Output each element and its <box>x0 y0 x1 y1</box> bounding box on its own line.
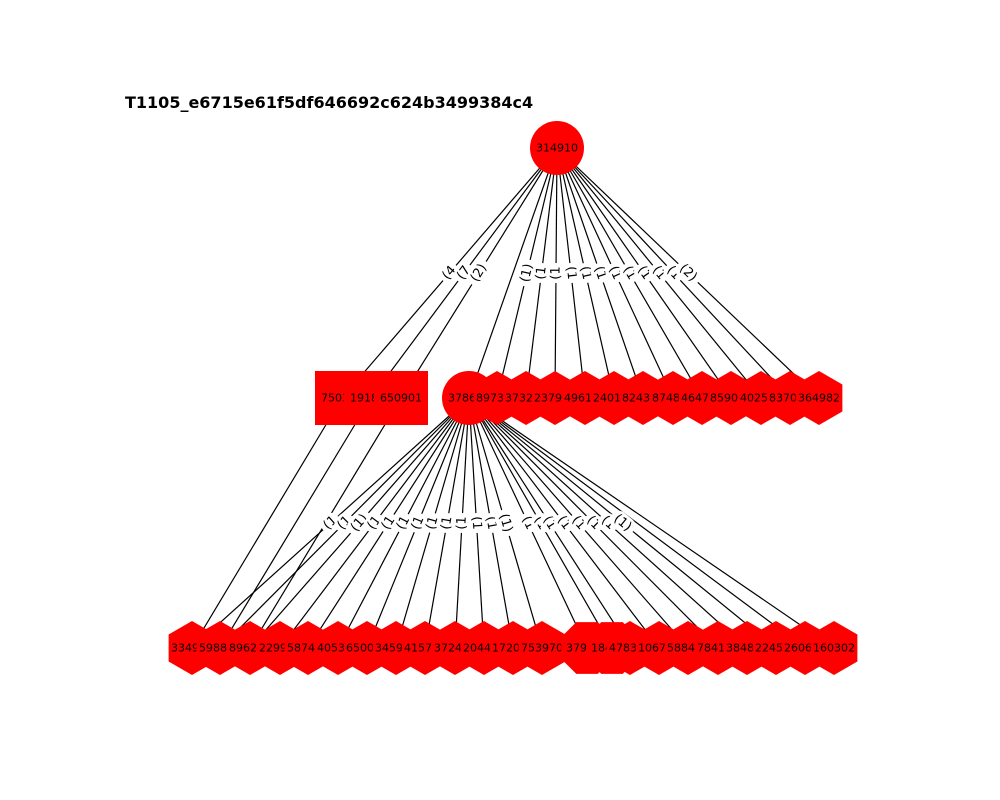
edge-label-314910-650901: (2) <box>467 259 491 287</box>
edge-label-text: (1 <box>423 514 441 531</box>
nodes-layer: 3349565988348962272299705874904053656500… <box>168 121 858 675</box>
edge-label-378678-588499: (1 <box>568 512 589 534</box>
edge-label-378678-106715: (1 <box>553 512 575 534</box>
edge-314910-378678 <box>468 147 558 399</box>
edge-label-378678-334956: (1 <box>320 512 341 534</box>
edge-label-bg <box>568 512 589 534</box>
edge-label-bg <box>364 512 385 534</box>
edge-label-bg <box>320 512 341 534</box>
edge-label-text: (1 <box>438 515 455 531</box>
edge-label-378678-587490: (1 <box>378 512 399 534</box>
node-label: 160302 <box>813 642 855 655</box>
edge-label-378678-405365: (1 <box>393 512 414 534</box>
edge-label-bg <box>609 510 636 536</box>
edge-label-bg <box>439 262 460 284</box>
edge-label-bg <box>590 262 610 284</box>
edge-label-text: (1 <box>548 266 563 279</box>
edge-378678-260636 <box>468 397 806 649</box>
edge-label-314910-750319: (4 <box>439 262 460 284</box>
edge-label-text: (1 <box>469 516 485 530</box>
edge-label-bg <box>532 262 551 284</box>
edge-label-314910-496120: (1 <box>561 262 581 284</box>
edge-label-bg <box>408 512 428 534</box>
edge-label-378678-224504: (1) <box>609 510 636 536</box>
edge-label-bg <box>437 512 457 534</box>
node-label: 753970 <box>521 642 563 655</box>
edge-label-bg <box>539 512 560 534</box>
edge-label-bg <box>467 512 486 534</box>
edge-label-378678-784174: (1 <box>583 512 604 534</box>
edge-label-bg <box>516 259 538 287</box>
edge-label-314910-364982: (2) <box>675 260 701 286</box>
edge-label-378678-229970: (1 <box>364 512 385 534</box>
edge-label-314910-373227: (1 <box>532 262 551 284</box>
edge-label-text: (1 <box>563 266 579 281</box>
edge-label-text: (1 <box>591 264 610 281</box>
node-shape-hexagon <box>518 621 566 675</box>
node-160302: 160302 <box>810 621 858 675</box>
edge-label-378678-372420: (1 <box>452 512 472 534</box>
edge-label-bg <box>546 262 566 284</box>
edge-label-text: (1) <box>496 512 516 534</box>
edge-label-text: (1 <box>620 263 640 282</box>
edge-label-314910-824397: (1 <box>590 262 610 284</box>
edge-label-text: (1 <box>454 516 470 530</box>
edge-label-378678-650004: (1 <box>408 512 428 534</box>
edge-label-bg <box>452 512 472 534</box>
edge-label-314910-237929: (1 <box>546 262 566 284</box>
edge-label-text: (1 <box>605 264 624 282</box>
graph-title: T1105_e6715e61f5df646692c624b3499384c4 <box>125 93 533 112</box>
node-shape-hexagon <box>810 621 858 675</box>
node-314910: 314910 <box>530 121 584 175</box>
edge-label-378678-415723: (1 <box>437 512 457 534</box>
edge-label-bg <box>634 262 654 284</box>
edge-label-bg <box>648 262 670 284</box>
edge-label-bg <box>605 262 625 284</box>
edge-label-bg <box>393 512 414 534</box>
edge-label-378678-896227: (1) <box>347 510 372 536</box>
edge-label-bg <box>347 510 372 536</box>
edge-label-bg <box>675 260 701 286</box>
edge-label-bg <box>553 512 575 534</box>
node-label: 650901 <box>380 392 422 405</box>
edge-label-378678-753970: (1) <box>494 509 517 537</box>
node-shape-hexagon <box>795 371 843 425</box>
edge-label-text: (1 <box>394 514 413 533</box>
edge-label-text: (1) <box>518 262 537 283</box>
node-label: 364982 <box>798 392 840 405</box>
edge-label-text: (1 <box>409 514 428 532</box>
edge-label-bg <box>422 512 443 534</box>
edge-label-314910-874824: (1 <box>605 262 625 284</box>
edge-label-378678-204417: (1 <box>467 512 486 534</box>
edge-label-bg <box>583 512 604 534</box>
edge-label-378678-478350: (1 <box>539 512 560 534</box>
edge-label-314910-402526: (1 <box>648 262 670 284</box>
node-753970: 753970 <box>518 621 566 675</box>
edge-750319-334956 <box>191 397 343 649</box>
edge-191865-598834 <box>219 397 372 649</box>
edge-label-bg <box>561 262 581 284</box>
edge-label-314910-859043: (1 <box>634 262 654 284</box>
edge-label-314910-897337: (1) <box>516 259 538 287</box>
edge-label-text: (1 <box>577 265 595 281</box>
edge-label-314910-464785: (1 <box>619 262 640 284</box>
edge-label-378678-345983: (1 <box>422 512 443 534</box>
node-364982: 364982 <box>795 371 843 425</box>
edge-label-bg <box>467 259 491 287</box>
edge-label-bg <box>576 262 595 284</box>
edge-378678-160302 <box>468 397 835 649</box>
edge-labels-layer: (1(1(1)(1(1(1(1(1(1(1(1(1(1)(1(1(1(1(1(1… <box>320 259 701 537</box>
node-shape-square <box>374 371 428 425</box>
edge-label-text: (1 <box>533 265 550 280</box>
node-650901: 650901 <box>374 371 428 425</box>
node-label: 314910 <box>536 142 578 155</box>
edge-label-314910-240142: (1 <box>576 262 595 284</box>
edge-label-bg <box>494 509 517 537</box>
node-shape-circle <box>530 121 584 175</box>
edge-label-bg <box>619 262 640 284</box>
edge-label-bg <box>378 512 399 534</box>
